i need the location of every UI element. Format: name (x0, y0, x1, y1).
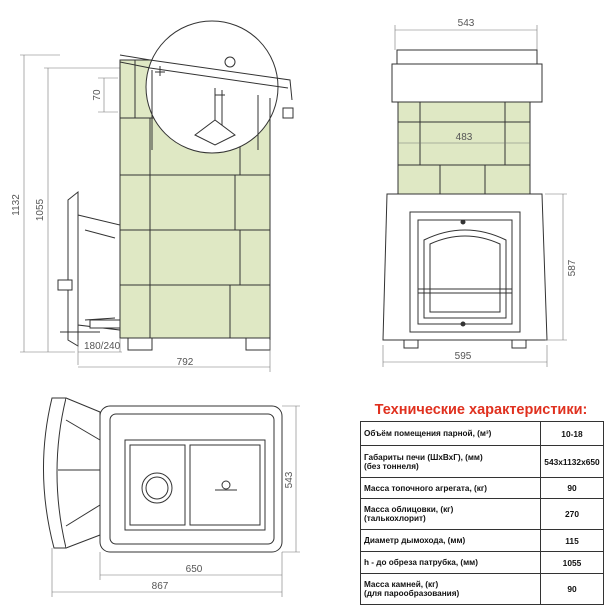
dim-side-height-total: 1132 (11, 194, 22, 216)
specs-title: Технические характеристики: (374, 402, 588, 418)
spec-label: h - до обреза патрубка, (мм) (360, 551, 541, 574)
dim-side-height-chimney: 1055 (35, 198, 46, 221)
spec-row: Масса облицовки, (кг) (талькохлорит)270 (360, 498, 604, 530)
dim-plan-inner-width: 650 (186, 564, 203, 575)
specs-panel: Технические характеристики: Объём помеще… (358, 399, 604, 605)
spec-row: Диаметр дымохода, (мм)115 (360, 529, 604, 552)
spec-label: Масса топочного агрегата, (кг) (360, 477, 541, 499)
dim-plan-depth: 543 (284, 471, 295, 488)
dim-side-base: 180/240 (84, 341, 121, 352)
spec-label: Масса облицовки, (кг) (талькохлорит) (360, 498, 541, 530)
spec-label: Диаметр дымохода, (мм) (360, 529, 541, 552)
spec-value: 270 (540, 498, 604, 530)
spec-row: h - до обреза патрубка, (мм)1055 (360, 551, 604, 574)
plan-view (42, 397, 300, 597)
side-view (20, 20, 294, 372)
spec-row: Масса топочного агрегата, (кг)90 (360, 477, 604, 499)
dim-side-width: 792 (177, 357, 194, 368)
spec-label: Габариты печи (ШхВхГ), (мм) (без тоннеля… (360, 445, 541, 478)
spec-value: 10-18 (540, 421, 604, 446)
spec-label: Масса камней, (кг) (для парообразования) (360, 573, 541, 605)
spec-row: Масса камней, (кг) (для парообразования)… (360, 573, 604, 605)
dim-front-height: 587 (567, 259, 578, 276)
spec-value: 90 (540, 573, 604, 605)
dim-front-inner-width: 483 (456, 132, 473, 143)
spec-label: Объём помещения парной, (м³) (360, 421, 541, 446)
dim-side-offset: 70 (92, 89, 103, 101)
spec-value: 543x1132x650 (540, 445, 604, 478)
front-view (382, 25, 567, 367)
dim-front-bottom-width: 595 (455, 351, 472, 362)
dim-plan-total-width: 867 (152, 581, 169, 592)
spec-value: 90 (540, 477, 604, 499)
spec-row: Объём помещения парной, (м³)10-18 (360, 421, 604, 446)
spec-value: 115 (540, 529, 604, 552)
spec-row: Габариты печи (ШхВхГ), (мм) (без тоннеля… (360, 445, 604, 478)
dim-front-top-width: 543 (458, 18, 475, 29)
spec-value: 1055 (540, 551, 604, 574)
